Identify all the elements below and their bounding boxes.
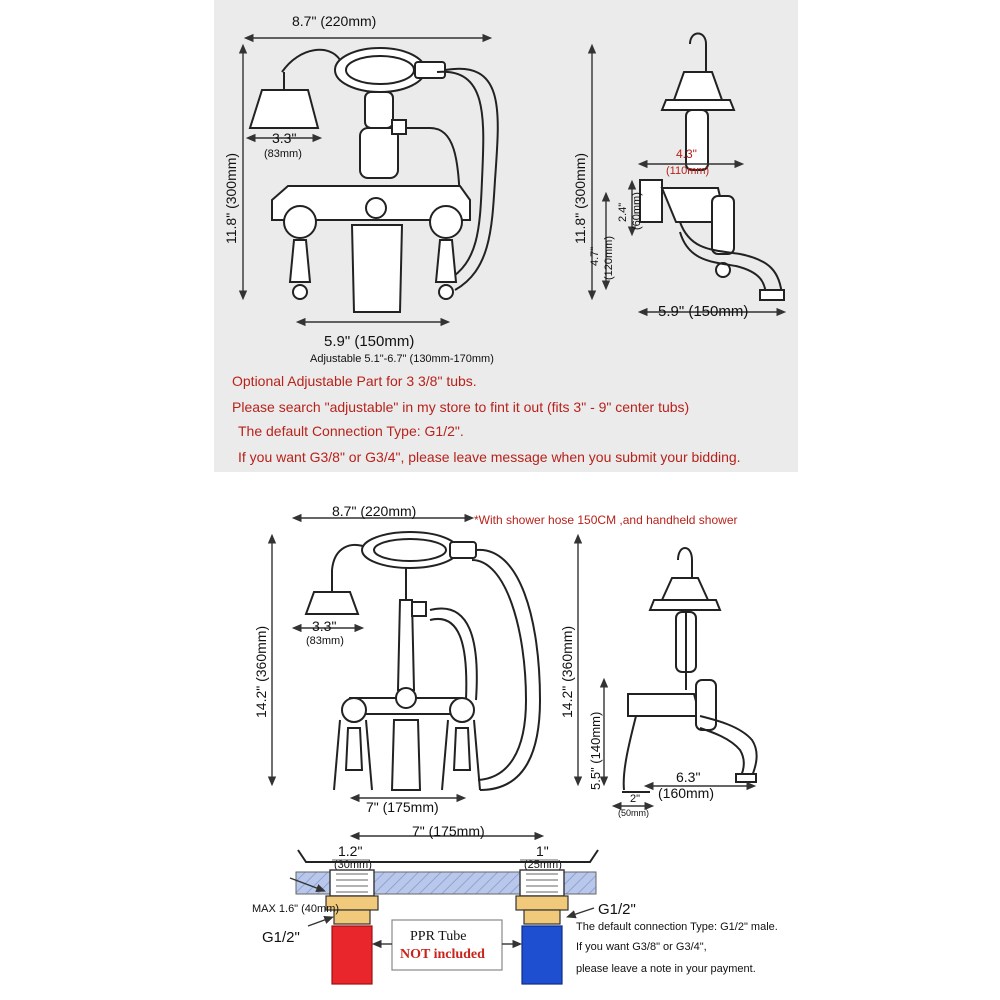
top-front-faucet-drawing <box>248 47 499 313</box>
top-front-center-dim: 5.9" (150mm) <box>324 333 414 350</box>
top-note-1: Optional Adjustable Part for 3 3/8" tubs… <box>232 373 477 389</box>
hot-pipe <box>331 925 373 985</box>
top-note-3: The default Connection Type: G1/2". <box>238 423 464 439</box>
bottom-side-base-in: 2" <box>630 793 640 805</box>
install-center-dim: 7" (175mm) <box>412 823 485 839</box>
top-side-dim-47-mm: (120mm) <box>603 236 615 280</box>
bottom-front-center-dim: 7" (175mm) <box>366 799 439 815</box>
top-side-dim-47-in: 4.7" <box>589 247 601 266</box>
bottom-panel: 8.7" (220mm) *With shower hose 150CM ,an… <box>252 503 778 985</box>
install-left-mm: (30mm) <box>334 859 372 871</box>
bottom-side-spout-in: 6.3" <box>676 769 700 785</box>
bottom-front-height-dim: 14.2" (360mm) <box>253 626 269 718</box>
cold-pipe <box>521 925 563 985</box>
bottom-front-width-dim: 8.7" (220mm) <box>332 503 416 519</box>
bottom-front-head-dim-mm: (83mm) <box>306 635 344 647</box>
connection-line-3: please leave a note in your payment. <box>576 963 756 975</box>
top-front-adjustable-note: Adjustable 5.1"-6.7" (130mm-170mm) <box>310 353 494 365</box>
bottom-side-faucet-drawing <box>622 547 758 793</box>
top-panel: 8.7" (220mm) 11.8" (300mm) 3.3" (83mm) 5… <box>214 0 798 472</box>
ppr-label: PPR Tube <box>410 929 466 944</box>
top-side-spout-dim: 5.9" (150mm) <box>658 303 748 320</box>
left-connector <box>333 909 371 925</box>
install-drawing: 7" (175mm) 1.2" (30mm) 1" (25mm) <box>252 823 636 985</box>
install-right-mm: (25mm) <box>524 859 562 871</box>
bottom-side-dim-55: 5.5" (140mm) <box>588 712 603 790</box>
top-side-height-dim: 11.8" (300mm) <box>572 153 588 244</box>
top-side-dim-24-in: 2.4" <box>617 203 629 222</box>
connection-line-1: The default connection Type: G1/2" male. <box>576 921 778 933</box>
bottom-front-faucet-drawing <box>304 531 542 791</box>
top-side-reach-mm: (110mm) <box>666 165 709 177</box>
bottom-side-base-mm: (50mm) <box>618 808 649 818</box>
ppr-note: NOT included <box>400 947 485 962</box>
top-side-faucet-drawing <box>639 32 785 301</box>
top-side-dim-24-mm: (60mm) <box>631 192 643 230</box>
install-left-thread: G1/2" <box>262 929 300 946</box>
top-note-2: Please search "adjustable" in my store t… <box>232 399 689 415</box>
top-front-height-dim: 11.8" (300mm) <box>223 153 239 244</box>
connection-line-2: If you want G3/8" or G3/4", <box>576 941 707 953</box>
install-max-thickness: MAX 1.6" (40mm) <box>252 903 339 915</box>
top-note-4: If you want G3/8" or G3/4", please leave… <box>238 449 741 465</box>
top-side-reach-in: 4.3" <box>676 147 697 161</box>
top-front-width-dim: 8.7" (220mm) <box>292 13 376 29</box>
bottom-front-head-dim-in: 3.3" <box>312 618 336 634</box>
bottom-hose-note: *With shower hose 150CM ,and handheld sh… <box>474 513 737 527</box>
install-left-in: 1.2" <box>338 843 362 859</box>
right-connector <box>523 909 561 925</box>
top-front-head-dim-in: 3.3" <box>272 130 296 146</box>
install-right-in: 1" <box>536 843 549 859</box>
install-right-thread: G1/2" <box>598 901 636 918</box>
right-nut <box>515 895 569 911</box>
bottom-side-spout-mm: (160mm) <box>658 785 714 801</box>
bottom-side-height-dim: 14.2" (360mm) <box>559 626 575 718</box>
ppr-box <box>391 919 503 971</box>
top-front-head-dim-mm: (83mm) <box>264 148 302 160</box>
